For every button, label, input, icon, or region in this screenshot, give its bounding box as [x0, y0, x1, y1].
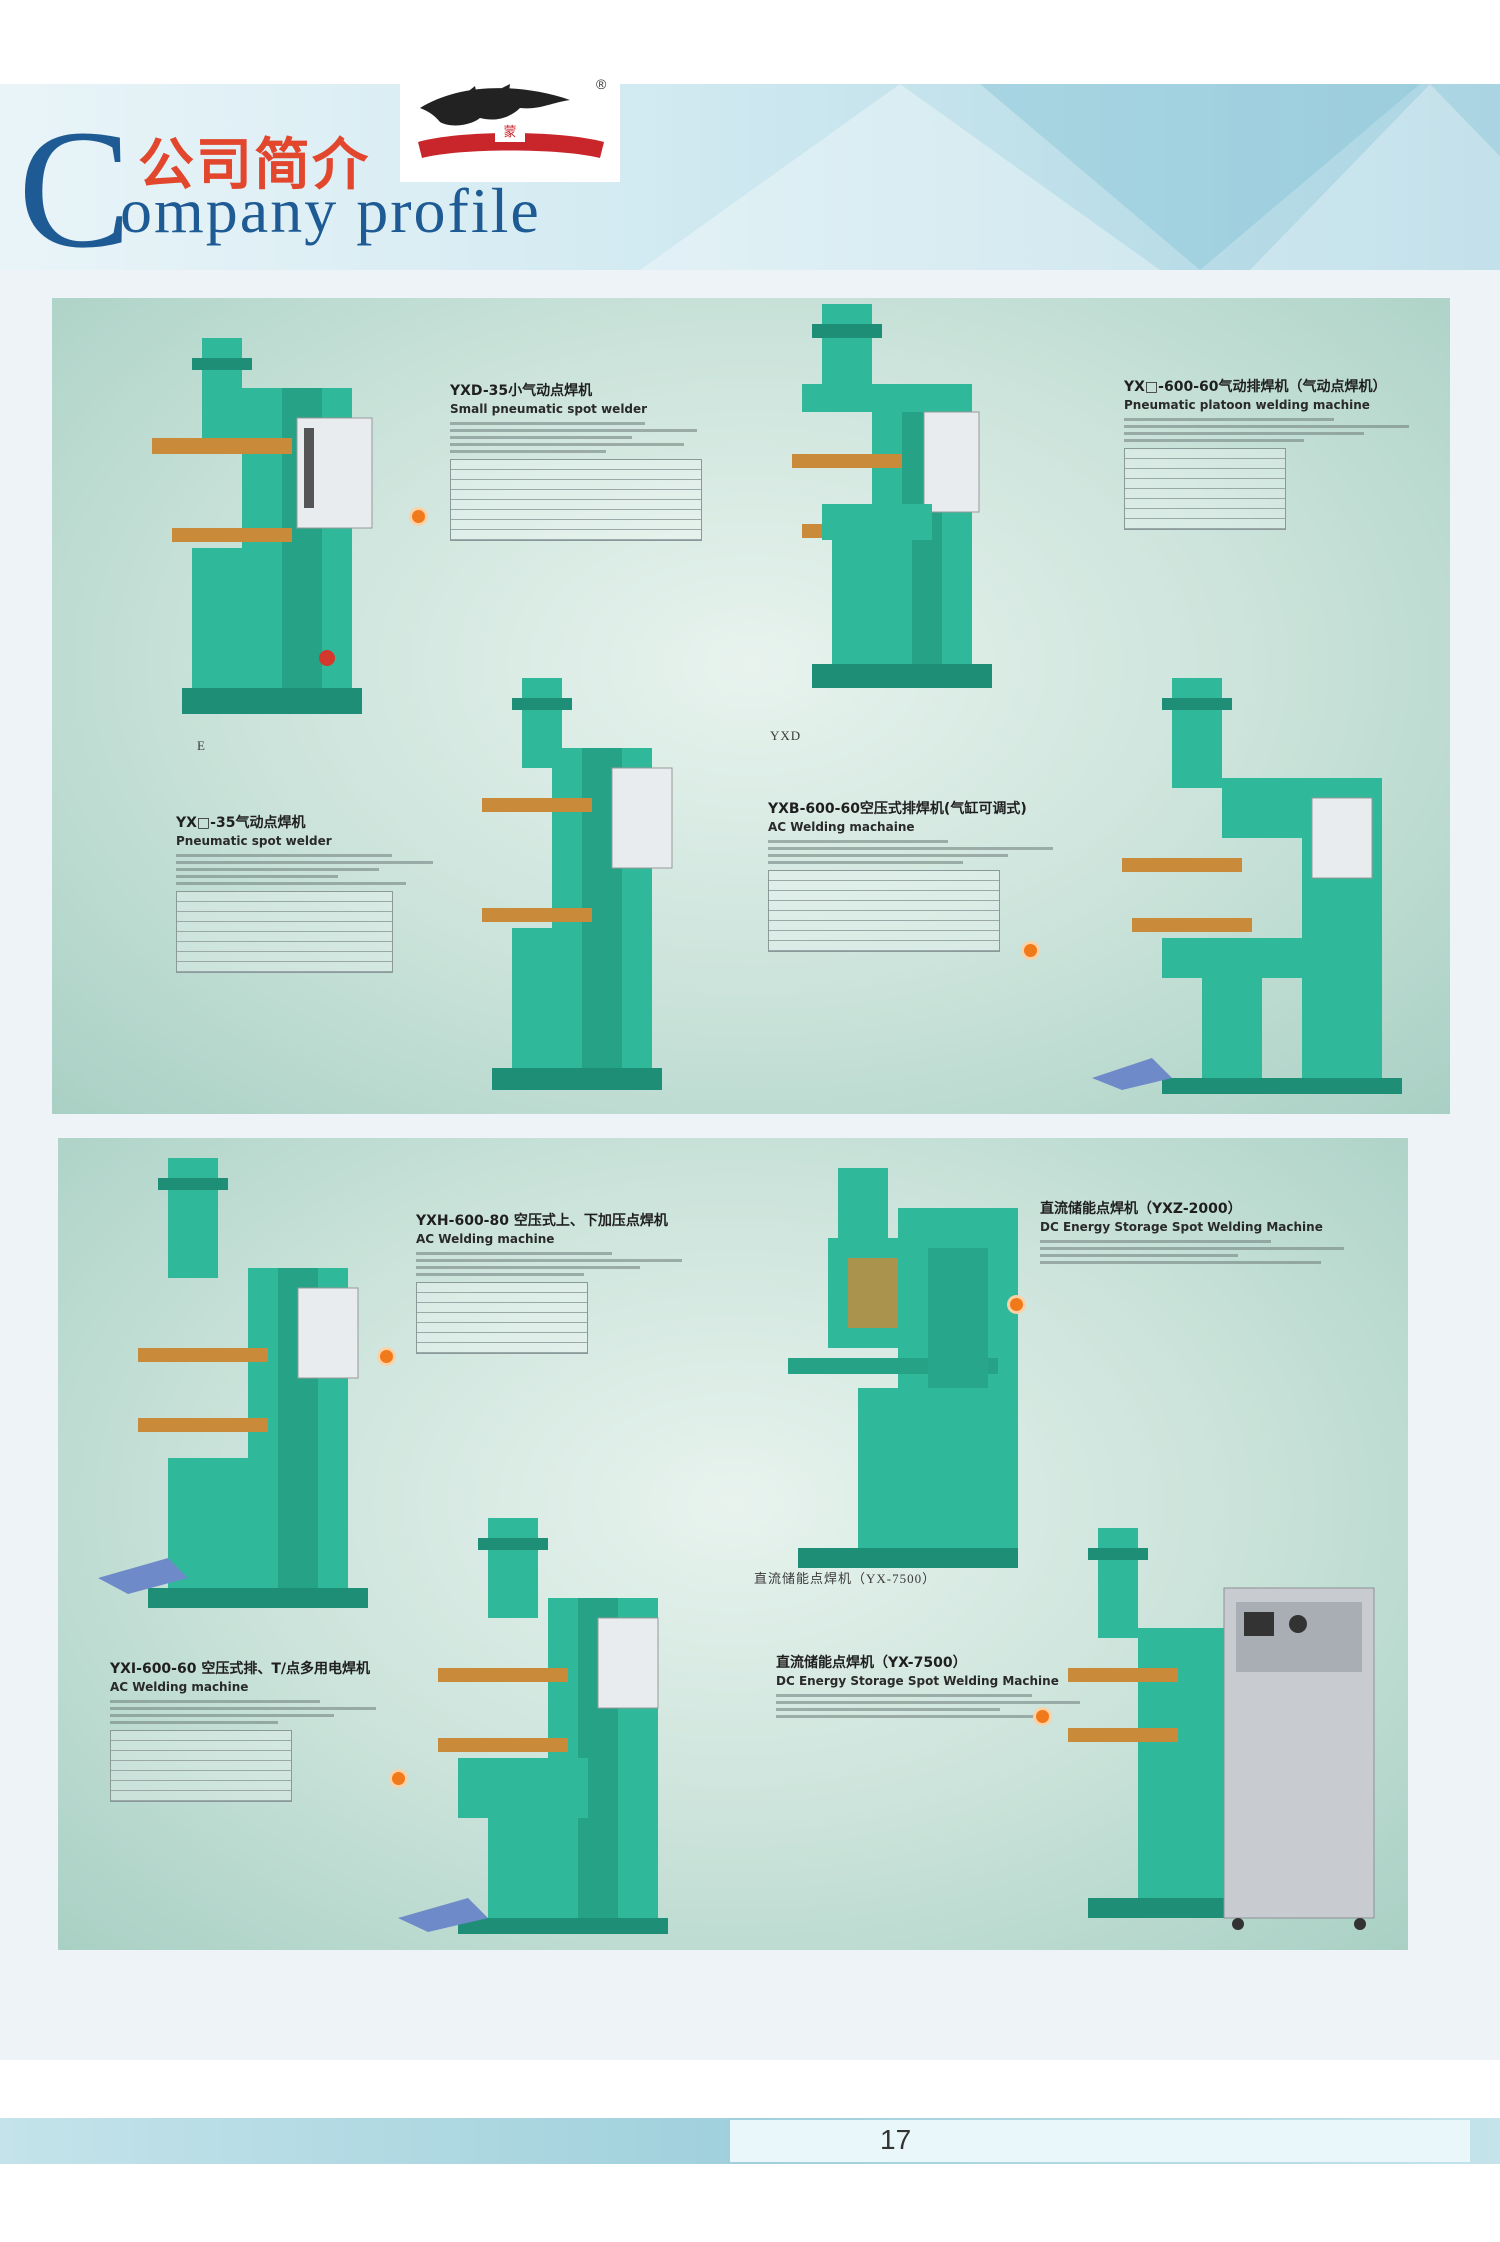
product-bullet [1010, 1298, 1023, 1311]
product-bullet [412, 510, 425, 523]
page-number: 17 [880, 2124, 912, 2155]
product-subtitle: Pneumatic platoon welding machine [1124, 398, 1370, 412]
svg-text:蒙: 蒙 [503, 125, 516, 140]
product-model: YX□-35气动点焊机 [176, 815, 306, 831]
product-description: YX□-600-60气动排焊机（气动点焊机） Pneumatic platoon… [1124, 376, 1424, 530]
registered-mark: ® [596, 76, 607, 92]
panel-caption: E [197, 738, 206, 753]
brand-logo: 蒙 [400, 78, 620, 182]
product-panel-top: YXD-35小气动点焊机 Small pneumatic spot welder… [52, 298, 1450, 1114]
title-english: ompany profile [120, 175, 541, 246]
spot-welder-image [152, 338, 373, 714]
product-description: YXB-600-60空压式排焊机(气缸可调式) AC Welding macha… [768, 798, 1068, 952]
header-banner [0, 84, 1500, 270]
panel-caption: YXD [770, 728, 802, 743]
product-description: YXD-35小气动点焊机 Small pneumatic spot welder [450, 380, 710, 541]
product-model: YX□-600-60气动排焊机（气动点焊机） [1124, 379, 1387, 395]
product-bullet [392, 1772, 405, 1785]
title-initial: C [18, 95, 132, 283]
product-subtitle: AC Welding machine [110, 1680, 249, 1694]
product-model: 直流储能点焊机（YX-7500） [776, 1655, 967, 1671]
ac-welding-machine-image [98, 1158, 368, 1608]
multi-purpose-welder-image [398, 1518, 668, 1934]
product-panel-bottom: YXH-600-80 空压式上、下加压点焊机 AC Welding machin… [58, 1138, 1408, 1950]
product-description: YX□-35气动点焊机 Pneumatic spot welder [176, 812, 446, 973]
product-model: YXH-600-80 空压式上、下加压点焊机 [416, 1213, 668, 1229]
title-chinese: 公司简介 [138, 133, 370, 198]
dc-energy-storage-welder-image [788, 1168, 1018, 1568]
product-model: 直流储能点焊机（YXZ-2000） [1040, 1201, 1242, 1217]
ac-welding-machine-image [1092, 678, 1402, 1094]
dc-storage-welder-cabinet-image [1068, 1528, 1375, 1930]
product-bullet [380, 1350, 393, 1363]
product-bullet [1024, 944, 1037, 957]
product-model: YXI-600-60 空压式排、T/点多用电焊机 [110, 1661, 371, 1677]
product-subtitle: AC Welding machaine [768, 820, 915, 834]
product-description: 直流储能点焊机（YX-7500） DC Energy Storage Spot … [776, 1652, 1096, 1722]
product-bullet [1036, 1710, 1049, 1723]
product-description: 直流储能点焊机（YXZ-2000） DC Energy Storage Spot… [1040, 1198, 1370, 1268]
product-model: YXB-600-60空压式排焊机(气缸可调式) [768, 801, 1027, 817]
product-subtitle: DC Energy Storage Spot Welding Machine [776, 1674, 1059, 1688]
pneumatic-spot-welder-image [482, 678, 673, 1090]
product-subtitle: DC Energy Storage Spot Welding Machine [1040, 1220, 1323, 1234]
product-description: YXI-600-60 空压式排、T/点多用电焊机 AC Welding mach… [110, 1658, 390, 1802]
product-model: YXD-35小气动点焊机 [450, 383, 593, 399]
product-subtitle: AC Welding machine [416, 1232, 555, 1246]
pneumatic-platoon-welder-image [792, 304, 992, 688]
page-number-box [730, 2120, 1470, 2162]
panel-caption: 直流储能点焊机（YX-7500） [754, 1571, 937, 1586]
product-description: YXH-600-80 空压式上、下加压点焊机 AC Welding machin… [416, 1210, 696, 1354]
product-subtitle: Small pneumatic spot welder [450, 402, 648, 416]
product-subtitle: Pneumatic spot welder [176, 834, 332, 848]
